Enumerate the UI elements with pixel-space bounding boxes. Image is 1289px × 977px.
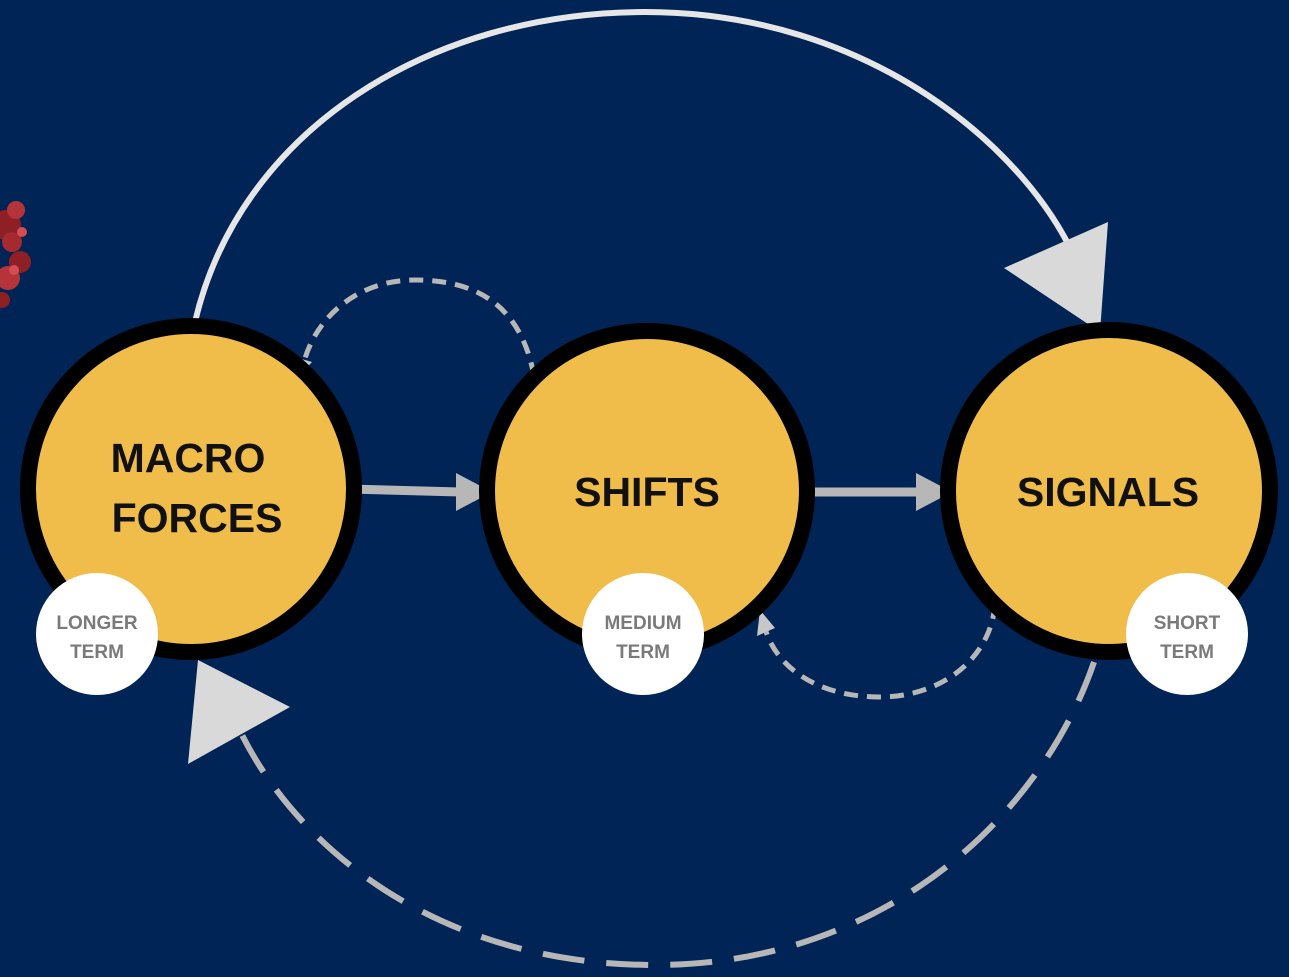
node-macro-forces: MACRO FORCES: [20, 318, 362, 660]
arrowhead-to-signals-straight: [916, 473, 952, 511]
node-circle: [940, 322, 1278, 660]
badge-short-term: SHORT TERM: [1126, 573, 1248, 695]
node-label: SIGNALS: [1017, 469, 1199, 515]
badge-medium-term: MEDIUM TERM: [582, 573, 704, 695]
arrowhead-to-macro: [188, 660, 290, 764]
node-circle: [20, 318, 362, 660]
badge-circle: [36, 573, 158, 695]
arrowhead-to-shifts: [456, 473, 492, 511]
badge-label-line2: TERM: [1160, 642, 1214, 663]
arrowhead-small-to-shifts: [757, 610, 775, 636]
badge-longer-term: LONGER TERM: [36, 573, 158, 695]
badge-label-line1: MEDIUM: [604, 613, 681, 634]
badge-label-line1: LONGER: [56, 613, 138, 634]
arc-signals-to-shifts: [762, 604, 998, 700]
arc-shifts-to-macro: [301, 277, 537, 377]
node-signals: SIGNALS: [940, 322, 1278, 660]
badge-label-line2: TERM: [70, 642, 124, 663]
badge-circle: [582, 573, 704, 695]
arrow-macro-to-shifts: [347, 484, 461, 497]
arc-macro-to-signals: [192, 8, 1081, 323]
node-label-line2: FORCES: [112, 495, 283, 541]
badge-circle: [1126, 573, 1248, 695]
badge-label-line2: TERM: [616, 642, 670, 663]
node-label-line1: MACRO: [111, 435, 266, 481]
badge-label-line1: SHORT: [1154, 613, 1221, 634]
arrowhead-to-signals: [1004, 222, 1108, 332]
decorative-flower-fragment: [0, 201, 31, 308]
arc-signals-to-macro: [239, 661, 1097, 969]
node-label: SHIFTS: [574, 469, 720, 515]
